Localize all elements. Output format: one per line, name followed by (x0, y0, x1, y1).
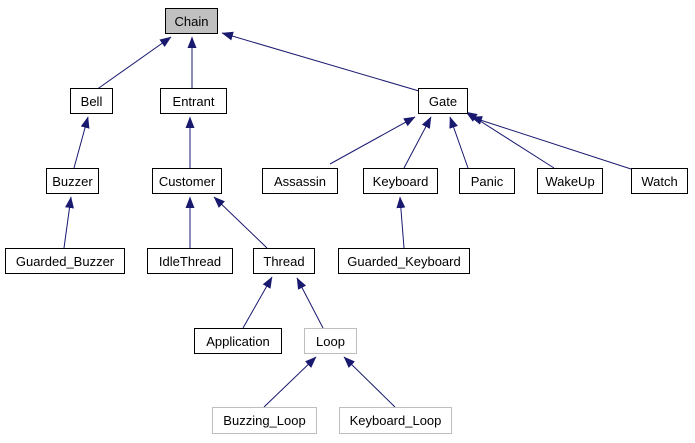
edge-assassin-gate (329, 116, 416, 165)
node-keyboard-loop[interactable]: Keyboard_Loop (339, 407, 452, 434)
edge-keyboard-gate (403, 116, 432, 169)
node-customer[interactable]: Customer (152, 168, 222, 194)
node-thread-label: Thread (263, 253, 305, 269)
edge-watch-gate (470, 116, 632, 170)
edge-buzzer-bell (73, 116, 90, 169)
node-buzzing-loop[interactable]: Buzzing_Loop (212, 407, 317, 434)
node-bell[interactable]: Bell (70, 88, 113, 114)
node-assassin-label: Assassin (273, 173, 327, 189)
node-gate[interactable]: Gate (418, 88, 468, 114)
node-guarded-buzzer[interactable]: Guarded_Buzzer (5, 248, 125, 274)
node-thread[interactable]: Thread (253, 248, 315, 274)
node-keyboard-label: Keyboard (372, 173, 429, 189)
node-keyboard[interactable]: Keyboard (363, 168, 438, 194)
edge-panic-gate (449, 116, 469, 169)
node-loop[interactable]: Loop (304, 328, 357, 354)
edge-gate-chain (221, 31, 420, 92)
node-wakeup[interactable]: WakeUp (537, 168, 603, 194)
node-application-label: Application (206, 333, 270, 349)
edge-guardedkeyboard-keyboard (396, 196, 406, 249)
node-customer-label: Customer (158, 173, 216, 189)
node-assassin[interactable]: Assassin (262, 168, 338, 194)
edge-loop-thread (296, 277, 324, 329)
node-idlethread-label: IdleThread (158, 253, 222, 269)
node-entrant-label: Entrant (172, 93, 215, 109)
node-idlethread[interactable]: IdleThread (147, 248, 233, 274)
node-keyboard-loop-label: Keyboard_Loop (349, 413, 442, 428)
node-buzzer-label: Buzzer (52, 173, 93, 189)
edge-guardedbuzzer-buzzer (63, 196, 74, 249)
node-buzzing-loop-label: Buzzing_Loop (223, 413, 306, 428)
node-guarded-keyboard[interactable]: Guarded_Keyboard (338, 248, 470, 274)
edge-application-thread (242, 276, 273, 329)
node-guarded-buzzer-label: Guarded_Buzzer (15, 253, 115, 269)
node-application[interactable]: Application (194, 328, 282, 354)
edge-buzzingloop-loop (263, 356, 317, 408)
edge-keyboardloop-loop (343, 356, 396, 408)
node-panic[interactable]: Panic (459, 168, 515, 194)
node-watch-label: Watch (641, 173, 678, 189)
node-buzzer[interactable]: Buzzer (46, 168, 99, 194)
node-entrant[interactable]: Entrant (160, 88, 227, 114)
node-panic-label: Panic (470, 173, 504, 189)
node-guarded-keyboard-label: Guarded_Keyboard (347, 253, 461, 269)
node-wakeup-label: WakeUp (545, 173, 595, 189)
node-loop-label: Loop (316, 333, 345, 349)
node-chain-label: Chain (174, 13, 209, 29)
node-bell-label: Bell (80, 93, 103, 109)
node-gate-label: Gate (428, 93, 458, 109)
edge-thread-customer (213, 196, 268, 249)
edge-bell-chain (95, 36, 172, 91)
node-watch[interactable]: Watch (631, 168, 688, 194)
node-chain[interactable]: Chain (165, 8, 218, 34)
